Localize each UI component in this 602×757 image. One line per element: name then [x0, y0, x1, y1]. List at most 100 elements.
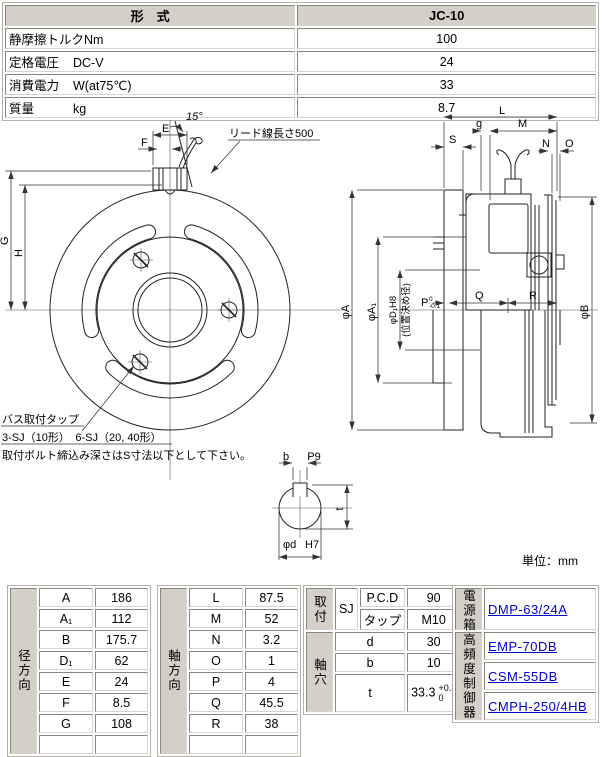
dim-e-label: E: [162, 123, 169, 135]
dim-t-label: t: [334, 507, 346, 510]
radial-value-e: 24: [95, 672, 148, 691]
front-view: 15° リード線長さ500 E F G H バス取付タップ 3-SJ（10形） …: [0, 111, 345, 480]
dim-g2-label: g: [476, 118, 482, 130]
axial-value-q: 45.5: [245, 693, 298, 712]
spec-header-row: 形 式 JC-10: [5, 5, 596, 26]
axial-name-q: Q: [189, 693, 243, 712]
power-label: 消費電力: [9, 79, 60, 93]
fit-h7-label: H7: [305, 539, 319, 551]
axial-value-p: 4: [245, 672, 298, 691]
dim-s-label: S: [449, 134, 456, 146]
axial-name-n: N: [189, 630, 243, 649]
spec-value-power: 33: [297, 74, 596, 95]
axial-name-o: O: [189, 651, 243, 670]
mount-bore-table: 取付 SJ P.C.D 90 タップ M10 軸穴 d 30 b 10 t 33…: [303, 585, 464, 715]
axial-value-r: 38: [245, 714, 298, 733]
radial-name-h: [39, 735, 93, 754]
axial-name-m: M: [189, 609, 243, 628]
axial-name-l: L: [189, 588, 243, 607]
mount-group-label: 取付: [306, 588, 333, 630]
t-value: 33.3: [411, 685, 436, 700]
related-products-table: 電源箱 DMP-63/24A 高頻度制御器 EMP-70DB CSM-55DB …: [452, 585, 599, 723]
bore-name-d: d: [335, 632, 406, 651]
slot-left: [81, 224, 157, 339]
slot-bottom: [105, 359, 235, 399]
spec-header-model: 形 式: [5, 5, 296, 26]
phi-d-note-label: (位置決め径): [400, 283, 412, 337]
flange-lip: [459, 193, 476, 216]
unit-note: 単位：mm: [522, 553, 578, 568]
power-box-cell: DMP-63/24A: [484, 588, 596, 630]
dim-o-label: O: [565, 138, 574, 150]
radial-name-e: E: [39, 672, 93, 691]
torque-label: 静摩擦トルク: [9, 33, 85, 47]
mounting-note-label: 取付ボルト締込み深さはS寸法以下として下さい。: [2, 448, 251, 462]
phi-a1-label: φA₁: [366, 303, 378, 321]
angle-15-label: 15°: [186, 111, 203, 123]
mount-name-pcd: P.C.D: [359, 588, 406, 607]
radial-name-d1: D₁: [39, 651, 93, 670]
side-view: L g M S N O φA φA₁ φD₁H8 (位置決め径) P 0 -0.…: [340, 105, 598, 438]
controller-group-label: 高頻度制御器: [455, 632, 482, 720]
spec-header-value: JC-10: [297, 5, 596, 26]
torque-unit: Nm: [84, 33, 104, 47]
tap-title-label: バス取付タップ: [2, 413, 79, 426]
bolt-hole-right: [217, 298, 241, 322]
controller-cell-2: CSM-55DB: [484, 662, 596, 690]
tap-detail-label: 3-SJ（10形） 6-SJ（20, 40形）: [2, 431, 162, 444]
link-controller-2[interactable]: CSM-55DB: [488, 668, 558, 684]
slot-upper-right: [183, 224, 259, 339]
axial-value-m: 52: [245, 609, 298, 628]
radial-value-a1: 112: [95, 609, 148, 628]
radial-name-f: F: [39, 693, 93, 712]
flange-plate: [443, 189, 464, 431]
mass-unit: kg: [73, 102, 87, 116]
dim-p-label: P: [421, 297, 428, 309]
radial-value-d1: 62: [95, 651, 148, 670]
radial-group-label: 径方向: [10, 588, 37, 754]
tol-p9-label: P9: [307, 451, 320, 463]
terminal-block: [152, 167, 188, 195]
dim-n-label: N: [542, 138, 550, 150]
p-tol-lower: -0.1: [429, 303, 441, 310]
mount-value-tap: M10: [407, 609, 461, 630]
spec-row-torque: 静摩擦トルクNm 100: [5, 28, 596, 49]
dim-g-label: G: [0, 236, 11, 245]
controller-cell-1: EMP-70DB: [484, 632, 596, 660]
bolt-hole-upper: [129, 248, 153, 272]
dim-b-label: b: [283, 451, 289, 463]
side-terminal: [504, 178, 522, 195]
axial-value-s: [245, 735, 298, 754]
dim-q-label: Q: [475, 290, 484, 302]
radial-value-f: 8.5: [95, 693, 148, 712]
axial-group-label: 軸方向: [160, 588, 187, 754]
bolt-hole-lower: [128, 350, 152, 374]
axial-value-n: 3.2: [245, 630, 298, 649]
phi-b-label: φB: [579, 305, 591, 319]
spec-value-torque: 100: [297, 28, 596, 49]
spec-value-voltage: 24: [297, 51, 596, 72]
radial-value-h: [95, 735, 148, 754]
axial-value-o: 1: [245, 651, 298, 670]
controller-cell-3: CMPH-250/4HB: [484, 692, 596, 720]
link-controller-1[interactable]: EMP-70DB: [488, 638, 558, 654]
link-controller-3[interactable]: CMPH-250/4HB: [488, 698, 588, 714]
phi-d-small-label: φd: [283, 539, 296, 551]
radial-name-g: G: [39, 714, 93, 733]
link-power-box[interactable]: DMP-63/24A: [488, 601, 568, 617]
spec-label-torque: 静摩擦トルクNm: [5, 28, 296, 49]
bearing-ball: [529, 255, 549, 275]
lead-wire-label: リード線長さ500: [229, 126, 313, 140]
radial-name-a1: A₁: [39, 609, 93, 628]
mount-name-tap: タップ: [359, 609, 406, 630]
power-box-group-label: 電源箱: [455, 588, 482, 633]
stator-body: [465, 193, 532, 311]
radial-value-g: 108: [95, 714, 148, 733]
mount-sj-label: SJ: [335, 588, 358, 630]
bore-name-b: b: [335, 653, 406, 672]
